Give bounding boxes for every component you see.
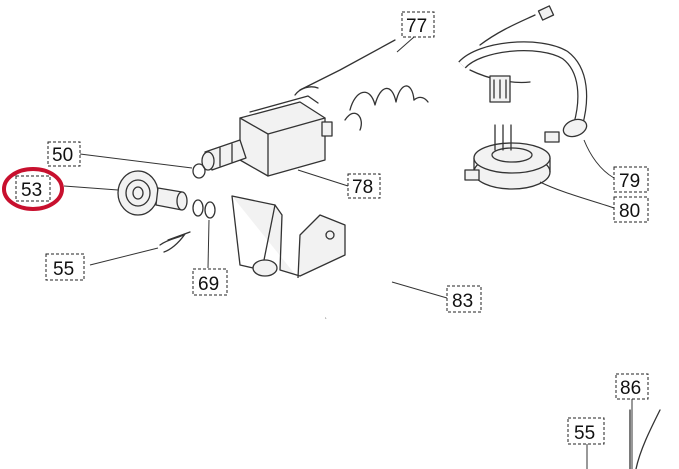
svg-text:53: 53 [21,180,42,201]
label-53: 53 [15,175,51,202]
svg-text:77: 77 [406,16,427,37]
label-86: 86 [615,373,649,400]
svg-text:80: 80 [619,201,640,222]
pump-78 [201,95,333,177]
spring-77 [294,39,429,131]
label-69: 69 [192,268,228,296]
svg-text:83: 83 [452,291,473,312]
leader-lines [63,36,633,469]
svg-text:69: 69 [198,274,219,295]
o-rings-69 [192,199,216,219]
svg-text:50: 50 [52,145,73,166]
label-77: 77 [401,11,435,38]
label-79: 79 [613,166,649,193]
svg-text:79: 79 [619,171,640,192]
flowmeter-80 [464,124,560,190]
svg-text:55: 55 [53,259,74,280]
wire-86 [629,409,661,469]
svg-text:55: 55 [574,423,595,444]
part-53-knob [117,170,188,216]
label-83: 83 [446,285,482,313]
o-ring-50 [192,163,206,179]
label-55-left: 55 [45,253,85,281]
label-55-bottom: 55 [567,417,605,445]
tube-79 [458,5,588,138]
hose-83 [324,173,469,320]
label-80: 80 [613,196,649,223]
svg-text:78: 78 [352,177,373,198]
highlight-ring [2,167,64,211]
label-78: 78 [347,173,381,199]
pump-bracket [231,195,346,279]
svg-text:86: 86 [620,378,641,399]
clip-55 [159,231,191,253]
label-50: 50 [47,141,81,167]
